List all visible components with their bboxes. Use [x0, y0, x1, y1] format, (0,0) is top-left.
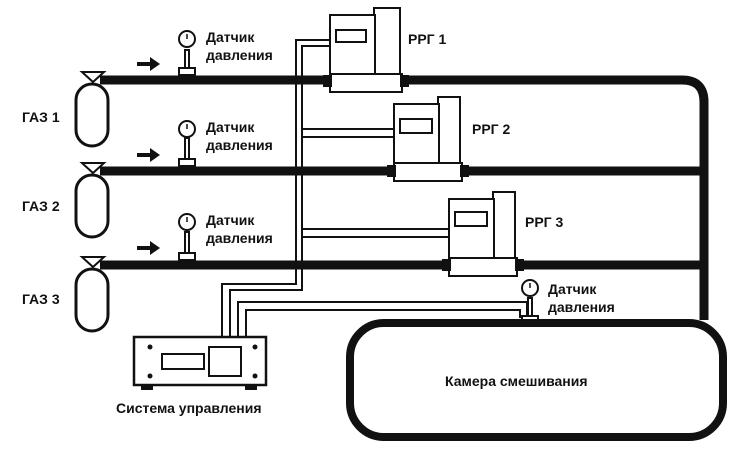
mfc-label-1: РРГ 1 — [408, 31, 447, 47]
pressure-gauge-icon — [178, 120, 196, 167]
sensor-label-3: Датчик давления — [206, 212, 273, 246]
gas-label-2: ГАЗ 2 — [22, 198, 60, 214]
gas-label-3: ГАЗ 3 — [22, 291, 60, 307]
pressure-gauge-icon — [178, 30, 196, 76]
sensor-label-4: Датчик давления — [548, 281, 615, 315]
flow-arrows — [137, 57, 160, 255]
gas-cylinder-3 — [74, 256, 110, 333]
control-system-label: Система управления — [116, 400, 262, 416]
sensor-label-1: Датчик давления — [206, 29, 273, 63]
arrow-right-icon — [137, 148, 160, 162]
arrow-right-icon — [137, 241, 160, 255]
mfc-3 — [442, 191, 524, 277]
mfc-label-3: РРГ 3 — [525, 214, 564, 230]
gas-cylinder-2 — [74, 162, 110, 239]
mixing-chamber-label: Камера смешивания — [445, 373, 588, 389]
pressure-gauge-icon — [178, 213, 196, 261]
mfc-1 — [323, 7, 409, 93]
control-system-box — [132, 335, 268, 390]
sensor-label-2: Датчик давления — [206, 119, 273, 153]
gas-line-1 — [100, 75, 709, 320]
gas-label-1: ГАЗ 1 — [22, 109, 60, 125]
gas-cylinder-1 — [74, 71, 110, 148]
mixing-chamber — [346, 319, 727, 441]
mfc-label-2: РРГ 2 — [472, 121, 511, 137]
arrow-right-icon — [137, 57, 160, 71]
mfc-2 — [387, 96, 469, 182]
